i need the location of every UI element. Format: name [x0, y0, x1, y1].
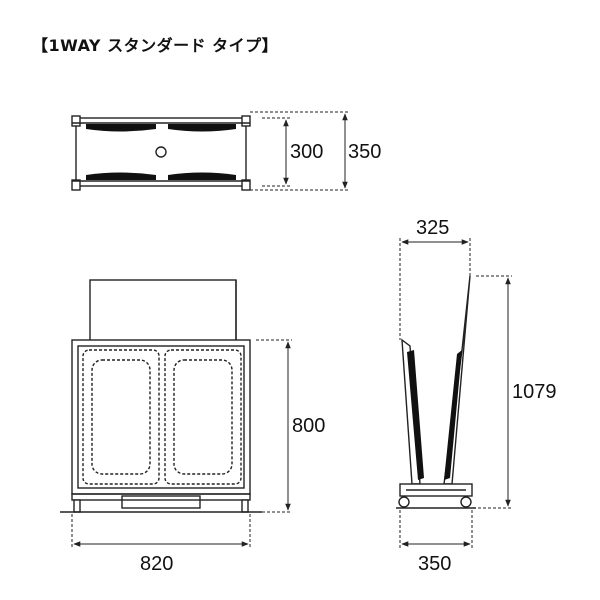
top-view-post-br [241, 179, 251, 191]
dim-label-1079: 1079 [512, 381, 557, 403]
dim-label-350-side: 350 [418, 553, 451, 575]
front-view-cabinet [71, 339, 251, 495]
side-view-wheel-right [460, 496, 472, 508]
top-view-bar-top-left [86, 124, 156, 132]
front-view-door-right [164, 349, 242, 485]
dim-label-800: 800 [292, 415, 325, 437]
top-view-frame [75, 117, 247, 187]
top-view-bar-bottom-left [86, 172, 156, 180]
top-view-dimensions [250, 111, 350, 191]
side-view-dimensions [399, 238, 512, 548]
front-view [60, 279, 262, 513]
front-view-door-left [82, 349, 160, 485]
side-view-rear-panel [444, 350, 462, 480]
dim-label-325: 325 [416, 217, 449, 239]
side-view-wheel-left [398, 496, 410, 508]
top-view-post-tr [241, 115, 251, 127]
front-view-base [71, 493, 251, 501]
front-view-top-board [89, 279, 237, 343]
front-view-window-right [173, 359, 233, 475]
top-view [71, 115, 251, 191]
dim-label-820: 820 [140, 553, 173, 575]
front-view-foot-right [241, 499, 249, 513]
side-view [396, 275, 476, 509]
front-view-window-left [91, 359, 151, 475]
front-view-step [121, 495, 201, 509]
dim-label-350-top: 350 [348, 141, 381, 163]
side-view-front-panel [407, 350, 424, 480]
top-view-center-hole [155, 146, 167, 158]
top-view-post-tl [71, 115, 81, 127]
diagram-title: 【1WAY スタンダード タイプ】 [32, 36, 279, 55]
dim-label-300: 300 [290, 141, 323, 163]
front-view-dimensions [71, 339, 292, 548]
top-view-post-bl [71, 179, 81, 191]
top-view-bar-top-right [168, 124, 236, 132]
front-view-foot-left [73, 499, 81, 513]
top-view-bar-bottom-right [168, 172, 236, 180]
